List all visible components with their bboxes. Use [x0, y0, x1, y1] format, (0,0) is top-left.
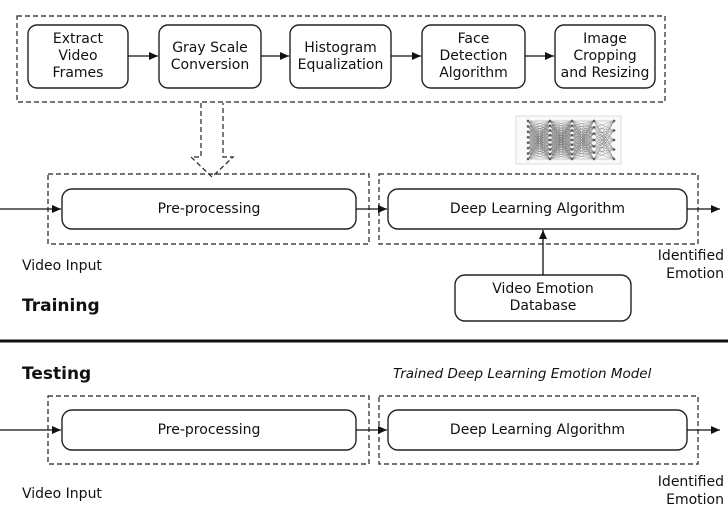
pipeline-container	[16, 15, 666, 103]
expand-arrow	[189, 103, 235, 178]
testing-dl-label: Deep Learning Algorithm	[449, 421, 626, 438]
testing-heading: Testing	[22, 364, 92, 384]
step-label-1: Extract Video Frames	[52, 31, 104, 81]
training-output-label: Identified Emotion	[657, 248, 724, 282]
neural-network-icon	[515, 115, 622, 165]
training-preprocessing-label: Pre-processing	[157, 200, 261, 217]
step-label-5: Image Cropping and Resizing	[560, 31, 650, 81]
training-dl-label: Deep Learning Algorithm	[449, 200, 626, 217]
step-label-2: Gray Scale Conversion	[170, 39, 250, 73]
step-label-3: Histogram Equalization	[297, 39, 384, 73]
step-box-5	[554, 24, 656, 89]
step-label-4: Face Detection Algorithm	[439, 31, 508, 81]
database-label: Video Emotion Database	[492, 281, 594, 314]
testing-input-label: Video Input	[22, 486, 102, 502]
training-heading: Training	[22, 296, 100, 316]
testing-output-label: Identified Emotion	[657, 474, 724, 508]
training-input-label: Video Input	[22, 258, 102, 274]
testing-preprocessing-label: Pre-processing	[157, 421, 261, 438]
model-caption: Trained Deep Learning Emotion Model	[393, 366, 652, 382]
